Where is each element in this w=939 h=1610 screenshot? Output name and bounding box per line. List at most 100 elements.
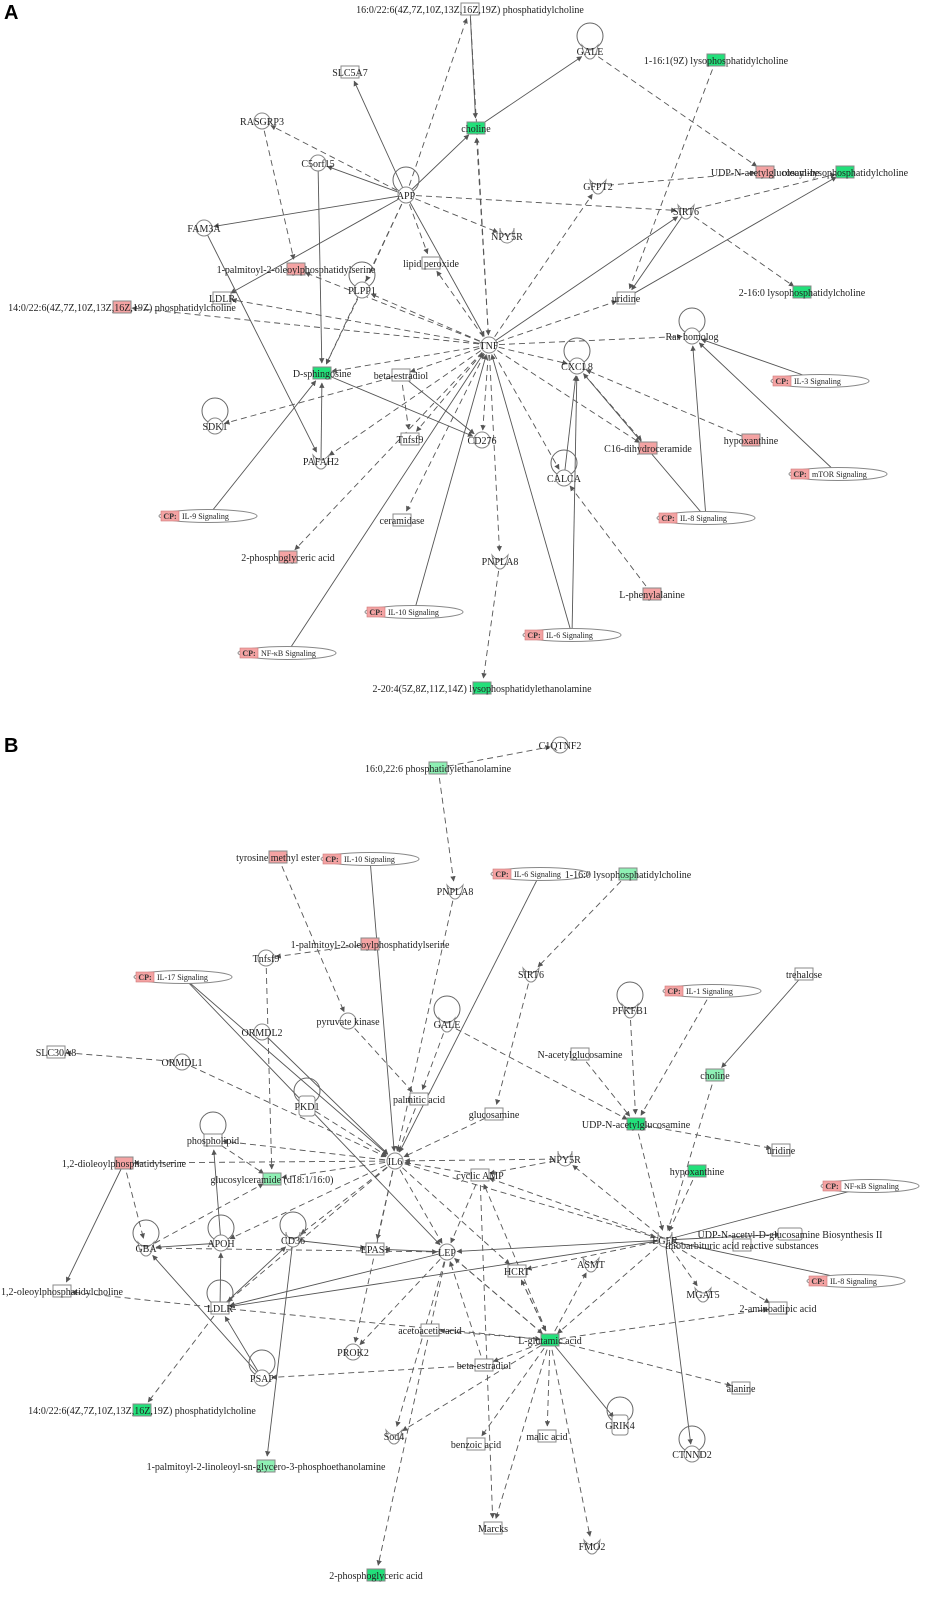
node-b_hcrt[interactable]: HCRT bbox=[504, 1264, 530, 1278]
node-a_rasgrp3[interactable]: RASGRP3 bbox=[240, 112, 284, 130]
node-a_slc5a7[interactable]: SLC5A7 bbox=[332, 65, 368, 79]
node-a_uridine[interactable]: uridine bbox=[612, 291, 641, 305]
node-b_tbars[interactable]: thiobarbituric acid reactive substances bbox=[666, 1238, 819, 1252]
node-a_cp_il3[interactable]: CP:IL-3 Signaling bbox=[770, 374, 870, 388]
node-a_sphingosine[interactable]: D-sphingosine bbox=[293, 366, 352, 380]
node-b_tyrme[interactable]: tyrosine methyl ester bbox=[236, 850, 321, 864]
node-b_npy5r[interactable]: NPY5R bbox=[549, 1150, 581, 1167]
node-b_cp_nfkb[interactable]: CP:NF-κB Signaling bbox=[820, 1179, 920, 1193]
node-a_cd276[interactable]: CD276 bbox=[468, 431, 497, 449]
node-a_cp_il8[interactable]: CP:IL-8 Signaling bbox=[656, 511, 756, 525]
node-a_npy5r[interactable]: NPY5R bbox=[491, 227, 523, 244]
node-a_cp_mtor[interactable]: CP:mTOR Signaling bbox=[788, 467, 888, 481]
node-b_asmt[interactable]: ASMT bbox=[577, 1256, 605, 1273]
node-a_lpe204[interactable]: 2-20:4(5Z,8Z,11Z,14Z) lysophosphatidylet… bbox=[372, 681, 592, 695]
node-b_popspl[interactable]: 1-palmitoyl-2-oleoylphosphatidylserine bbox=[291, 937, 450, 951]
node-b_pfkfb1[interactable]: PFKFB1 bbox=[612, 981, 648, 1019]
node-b_cyclicamp[interactable]: cyclic AMP bbox=[456, 1168, 504, 1182]
node-a_ceramidase[interactable]: ceramidase bbox=[380, 513, 426, 527]
node-a_hypoxanthine[interactable]: hypoxanthine bbox=[724, 433, 779, 447]
node-b_gale[interactable]: GALE bbox=[433, 995, 461, 1033]
node-b_c1qtnf2[interactable]: C1QTNF2 bbox=[539, 736, 582, 754]
node-b_ormdl2[interactable]: ORMDL2 bbox=[241, 1023, 283, 1041]
node-a_sirt6[interactable]: SIRT6 bbox=[673, 203, 699, 220]
node-a_dha_pc[interactable]: 16:0/22:6(4Z,7Z,10Z,13Z,16Z,19Z) phospha… bbox=[356, 2, 584, 16]
node-b_lep[interactable]: LEP bbox=[438, 1243, 456, 1261]
node-b_cp_il1[interactable]: CP:IL-1 Signaling bbox=[662, 984, 762, 998]
node-a_gale[interactable]: GALE bbox=[576, 22, 604, 60]
node-b_mgat5[interactable]: MGAT5 bbox=[686, 1286, 720, 1303]
node-b_pe[interactable]: 16:0,22:6 phosphatidylethanolamine bbox=[365, 761, 512, 775]
node-b_cp_il17[interactable]: CP:IL-17 Signaling bbox=[133, 970, 233, 984]
node-b_dha_pc14[interactable]: 14:0/22:6(4Z,7Z,10Z,13Z,16Z,19Z) phospha… bbox=[28, 1403, 256, 1417]
node-b_lpc[interactable]: 1-16:0 lysophosphatidylcholine bbox=[565, 867, 692, 881]
node-a_phe[interactable]: L-phenylalanine bbox=[619, 587, 685, 601]
node-b_alanine[interactable]: alanine bbox=[727, 1381, 756, 1395]
node-b_acetoacetic[interactable]: acetoacetic acid bbox=[398, 1323, 462, 1337]
node-b_apoh[interactable]: APOH bbox=[207, 1214, 235, 1252]
node-b_grik4[interactable]: GRIK4 bbox=[605, 1396, 635, 1436]
node-b_2pg[interactable]: 2-phosphoglyceric acid bbox=[329, 1568, 423, 1582]
node-b_2aminoad[interactable]: 2-aminoadipic acid bbox=[740, 1301, 817, 1315]
node-b_benzoic[interactable]: benzoic acid bbox=[451, 1437, 501, 1451]
node-b_glucosamine[interactable]: glucosamine bbox=[469, 1107, 520, 1121]
node-b_uridine[interactable]: uridine bbox=[767, 1143, 796, 1157]
node-b_ldlr[interactable]: LDLR bbox=[206, 1279, 234, 1315]
node-a_c16dihydro[interactable]: C16-dihydroceramide bbox=[604, 441, 692, 455]
node-a_pnpla8[interactable]: PNPLA8 bbox=[482, 553, 519, 570]
node-b_pyrkin[interactable]: pyruvate kinase bbox=[316, 1012, 380, 1030]
node-a_cp_il10[interactable]: CP:IL-10 Signaling bbox=[364, 605, 464, 619]
node-a_lpc161[interactable]: 1-16:1(9Z) lysophosphatidylcholine bbox=[644, 53, 789, 67]
node-b_slc30a8[interactable]: SLC30A8 bbox=[36, 1045, 77, 1059]
node-b_dops[interactable]: 1,2-dioleoylphosphatidylserine bbox=[62, 1156, 187, 1170]
node-b_nacglc[interactable]: N-acetylglucosamine bbox=[538, 1047, 624, 1061]
node-b_phospholipid[interactable]: phospholipid bbox=[187, 1111, 239, 1147]
node-a_oleoyl_lpc[interactable]: oleoyl-lysophosphatidylcholine bbox=[782, 165, 909, 179]
node-b_pkd1[interactable]: PKD1 bbox=[293, 1077, 321, 1117]
node-b_malic[interactable]: malic acid bbox=[526, 1429, 568, 1443]
node-b_il6[interactable]: IL6 bbox=[386, 1152, 404, 1170]
node-b_ormdl1[interactable]: ORMDL1 bbox=[161, 1053, 203, 1071]
node-a_choline[interactable]: choline bbox=[461, 121, 491, 135]
node-b_egfr[interactable]: EGFR bbox=[652, 1231, 678, 1248]
node-a_estradiol[interactable]: beta-estradiol bbox=[374, 368, 429, 382]
node-b_psap[interactable]: PSAP bbox=[248, 1349, 276, 1387]
node-a_tnfsf9[interactable]: Tnfsf9 bbox=[397, 432, 424, 446]
node-b_epas1[interactable]: EPAS1 bbox=[361, 1242, 390, 1256]
node-b_glccer[interactable]: glucosylceramide (d18:1/16:0) bbox=[210, 1172, 334, 1186]
node-b_prok2[interactable]: PROK2 bbox=[337, 1343, 369, 1361]
node-a_cp_nfkb[interactable]: CP:NF-κB Signaling bbox=[237, 646, 337, 660]
node-b_cp_il10[interactable]: CP:IL-10 Signaling bbox=[320, 852, 420, 866]
node-b_udp[interactable]: UDP-N-acetylglucosamine bbox=[582, 1117, 691, 1131]
node-b_pnpla8[interactable]: PNPLA8 bbox=[437, 883, 474, 900]
node-a_gfpt2[interactable]: GFPT2 bbox=[583, 178, 613, 195]
node-a_2pg[interactable]: 2-phosphoglyceric acid bbox=[241, 550, 335, 564]
node-b_trehalose[interactable]: trehalose bbox=[786, 967, 823, 981]
node-b_cp_il6[interactable]: CP:IL-6 Signaling bbox=[490, 867, 590, 881]
node-a_c5orf15[interactable]: C5orf15 bbox=[301, 154, 335, 172]
node-b_choline[interactable]: choline bbox=[700, 1068, 730, 1082]
node-b_sirt6[interactable]: SIRT6 bbox=[518, 966, 544, 983]
node-a_lipperox[interactable]: lipid peroxide bbox=[403, 256, 459, 270]
node-b_dopc[interactable]: 1,2-oleoylphosphatidylcholine bbox=[1, 1284, 124, 1298]
node-b_ppe[interactable]: 1-palmitoyl-2-linoleoyl-sn-glycero-3-pho… bbox=[147, 1459, 386, 1473]
node-a_sdk1[interactable]: SDK1 bbox=[201, 397, 229, 435]
node-a_popspl[interactable]: 1-palmitoyl-2-oleoylphosphatidylserine bbox=[217, 262, 376, 276]
node-b_hypoxanthine[interactable]: hypoxanthine bbox=[670, 1164, 725, 1178]
node-b_glutamic[interactable]: L-glutamic acid bbox=[518, 1333, 582, 1347]
node-b_udp_bio[interactable]: UDP-N-acetyl-D-glucosamine Biosynthesis … bbox=[698, 1227, 883, 1241]
node-b_gba[interactable]: GBA bbox=[132, 1219, 160, 1257]
node-a_dha_pc14[interactable]: 14:0/22:6(4Z,7Z,10Z,13Z,16Z,19Z) phospha… bbox=[8, 300, 236, 314]
node-a_rashomolog[interactable]: Ras homolog bbox=[665, 307, 719, 345]
node-b_bestradiol[interactable]: beta-estradiol bbox=[457, 1358, 512, 1372]
node-b_fmo2[interactable]: FMO2 bbox=[579, 1538, 606, 1555]
node-b_sod4[interactable]: Sod4 bbox=[384, 1428, 405, 1445]
node-b_ctnnd2[interactable]: CTNND2 bbox=[672, 1425, 712, 1463]
node-a_lpc160[interactable]: 2-16:0 lysophosphatidylcholine bbox=[739, 285, 866, 299]
node-a_plpp1[interactable]: PLPP1 bbox=[348, 261, 376, 299]
node-a_cp_il9[interactable]: CP:IL-9 Signaling bbox=[158, 509, 258, 523]
node-a_cp_il6[interactable]: CP:IL-6 Signaling bbox=[522, 628, 622, 642]
node-b_tnfsf9[interactable]: Tnfsf9 bbox=[253, 949, 280, 967]
node-a_tnf[interactable]: TNF bbox=[480, 336, 499, 354]
node-b_cd36[interactable]: CD36 bbox=[279, 1211, 307, 1248]
